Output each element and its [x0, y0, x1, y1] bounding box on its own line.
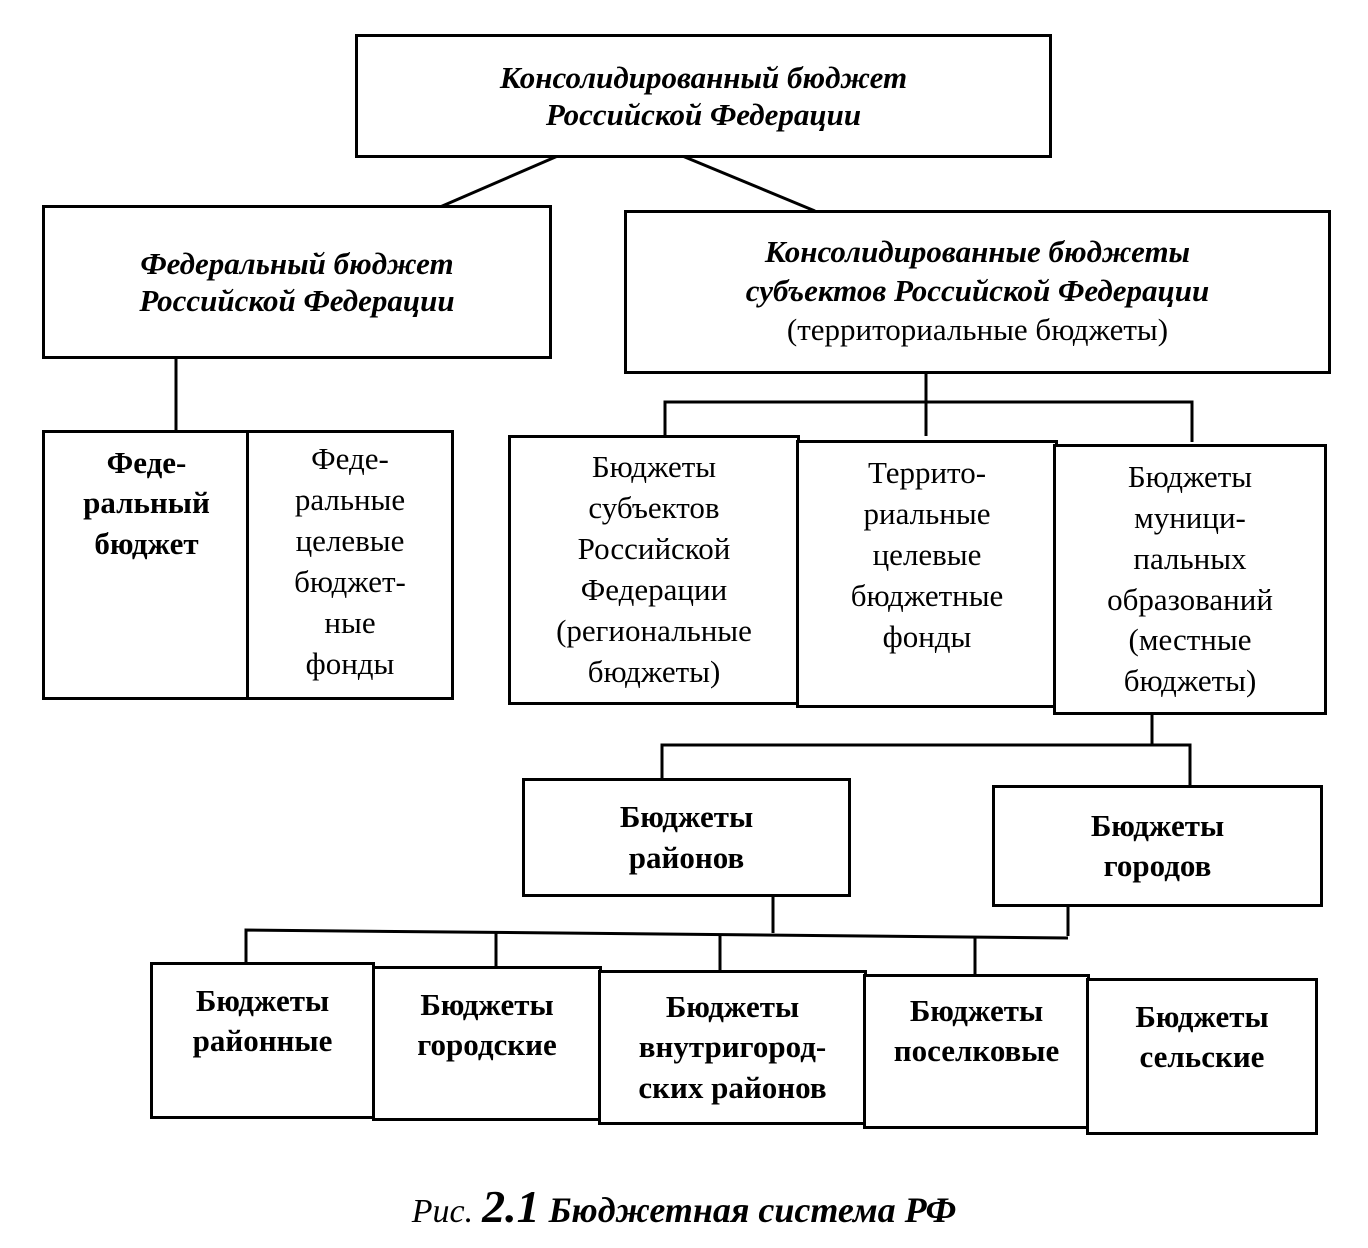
- local-level-box-4: Бюджеты поселковые: [863, 974, 1090, 1129]
- connector-territorial-bracket: [663, 400, 1194, 442]
- consolidated-subjects-line2: субъектов Российской Федерации: [745, 272, 1210, 308]
- raion-budgets-label: Бюджеты районные: [192, 983, 333, 1059]
- intracity-district-budgets-label: Бюджеты внутригород- ских районов: [638, 989, 827, 1105]
- city-budgets-box: Бюджеты городов: [992, 785, 1323, 907]
- federal-children-box-1: Феде- ральный бюджет: [42, 430, 251, 700]
- city-level-budgets-label: Бюджеты городские: [417, 987, 557, 1063]
- consolidated-budget-rf-line2: Российской Федерации: [545, 97, 862, 132]
- connector-root-consolidated: [679, 153, 816, 213]
- district-budgets-box: Бюджеты районов: [522, 778, 851, 897]
- consolidated-budget-rf-line1: Консолидированный бюджет: [499, 59, 908, 95]
- federal-budget-leaf-label: Феде- ральный бюджет: [83, 445, 210, 561]
- settlement-budgets-label: Бюджеты поселковые: [893, 993, 1060, 1069]
- local-level-box-1: Бюджеты районные: [150, 962, 375, 1119]
- municipal-budgets-label: Бюджеты муници- пальных образований (мес…: [1107, 458, 1273, 699]
- consolidated-subjects-line3: (территориальные бюджеты): [786, 312, 1169, 348]
- caption-title: Бюджетная система РФ: [548, 1190, 957, 1230]
- territorial-funds-box: Террито- риальные целевые бюджетные фонд…: [796, 440, 1058, 708]
- federal-budget-line2: Российской Федерации: [139, 283, 455, 318]
- municipal-budgets-box: Бюджеты муници- пальных образований (мес…: [1053, 444, 1327, 715]
- district-budgets-label: Бюджеты районов: [619, 799, 754, 875]
- federal-children-box-2: Феде- ральные целевые бюджет- ные фонды: [246, 430, 454, 700]
- local-level-box-5: Бюджеты сельские: [1086, 978, 1318, 1135]
- city-budgets-label: Бюджеты городов: [1090, 807, 1225, 883]
- consolidated-budget-rf-box: Консолидированный бюджет Российской Феде…: [355, 34, 1052, 158]
- territorial-funds-label: Террито- риальные целевые бюджетные фонд…: [850, 455, 1004, 654]
- local-level-box-3: Бюджеты внутригород- ских районов: [598, 970, 867, 1125]
- federal-target-funds-label: Феде- ральные целевые бюджет- ные фонды: [294, 441, 406, 681]
- connector-local-bracket: [244, 928, 1069, 962]
- subject-budgets-box: Бюджеты субъектов Российской Федерации (…: [508, 435, 800, 705]
- federal-budget-line1: Федеральный бюджет: [140, 245, 454, 281]
- consolidated-subjects-line1: Консолидированные бюджеты: [764, 233, 1191, 269]
- connector-root-federal: [439, 153, 561, 209]
- federal-budget-box: Федеральный бюджет Российской Федерации: [42, 205, 552, 359]
- figure-caption: Рис. 2.1 Бюджетная система РФ: [0, 1180, 1368, 1233]
- caption-number: 2.1: [482, 1181, 540, 1232]
- caption-prefix: Рис.: [411, 1193, 474, 1230]
- consolidated-subjects-box: Консолидированные бюджеты субъектов Росс…: [624, 210, 1331, 374]
- rural-budgets-label: Бюджеты сельские: [1135, 999, 1269, 1075]
- connector-municipal-bracket: [660, 743, 1192, 785]
- subject-budgets-label: Бюджеты субъектов Российской Федерации (…: [556, 449, 752, 689]
- local-level-box-2: Бюджеты городские: [372, 966, 602, 1121]
